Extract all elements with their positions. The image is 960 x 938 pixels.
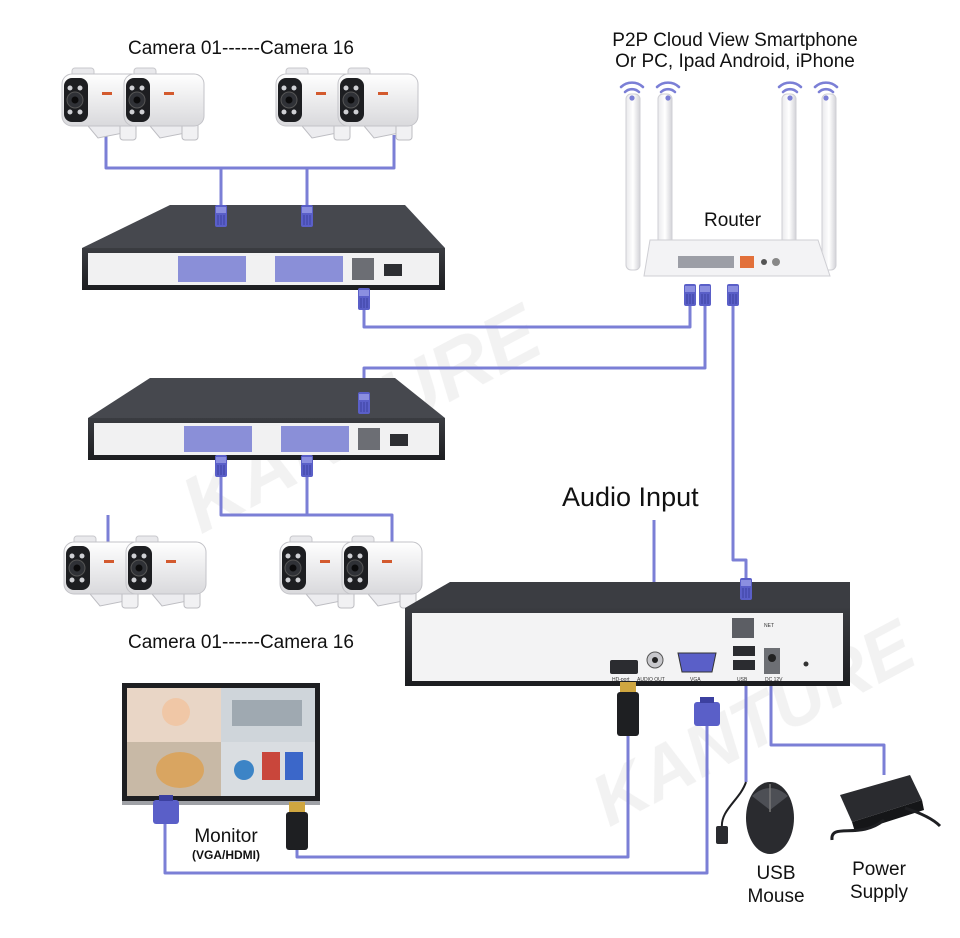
nvr-port-vga: VGA (690, 677, 701, 683)
nvr-port-usb: USB (737, 677, 748, 683)
hdmi-plug-nvr (617, 682, 639, 736)
cameras-bottom-label: Camera 01------Camera 16 (128, 632, 354, 653)
poe-switch-top (82, 205, 445, 290)
usb-mouse (716, 781, 794, 854)
hdmi-plug-monitor (286, 802, 308, 850)
usb-mouse-line2: Mouse (747, 886, 805, 907)
nvr-port-dc: DC 12V (765, 677, 783, 683)
usb-mouse-line1: USB (756, 863, 796, 884)
nvr-port-net: NET (764, 623, 774, 629)
nvr-port-audio: AUDIO OUT (637, 677, 665, 683)
monitor (122, 683, 320, 805)
monitor-label: Monitor (VGA/HDMI) (180, 826, 272, 862)
power-supply-line1: Power (852, 859, 906, 880)
cloud-view-line1: P2P Cloud View Smartphone (612, 30, 858, 51)
monitor-label-main: Monitor (194, 826, 258, 847)
cameras-top (61, 67, 419, 141)
vga-plug-nvr (694, 697, 720, 726)
cameras-bottom (63, 535, 423, 609)
cameras-top-label: Camera 01------Camera 16 (128, 38, 354, 59)
cables (104, 135, 886, 875)
router-label: Router (704, 210, 762, 231)
power-supply-line2: Supply (849, 882, 909, 903)
monitor-label-sub: (VGA/HDMI) (192, 848, 260, 862)
nvr-recorder: HD-port AUDIO OUT VGA USB NET DC 12V (405, 582, 850, 686)
power-supply-label: Power Supply (838, 858, 920, 904)
poe-switch-bottom (88, 378, 445, 460)
cloud-view-label: P2P Cloud View Smartphone Or PC, Ipad An… (594, 30, 876, 72)
audio-input-label: Audio Input (562, 482, 699, 512)
router (625, 93, 837, 277)
cloud-view-line2: Or PC, Ipad Android, iPhone (615, 51, 855, 72)
nvr-port-hdmi: HD-port (612, 677, 630, 683)
vga-plug-monitor (153, 795, 179, 824)
power-supply (830, 775, 942, 841)
usb-mouse-label: USB Mouse (738, 862, 814, 908)
